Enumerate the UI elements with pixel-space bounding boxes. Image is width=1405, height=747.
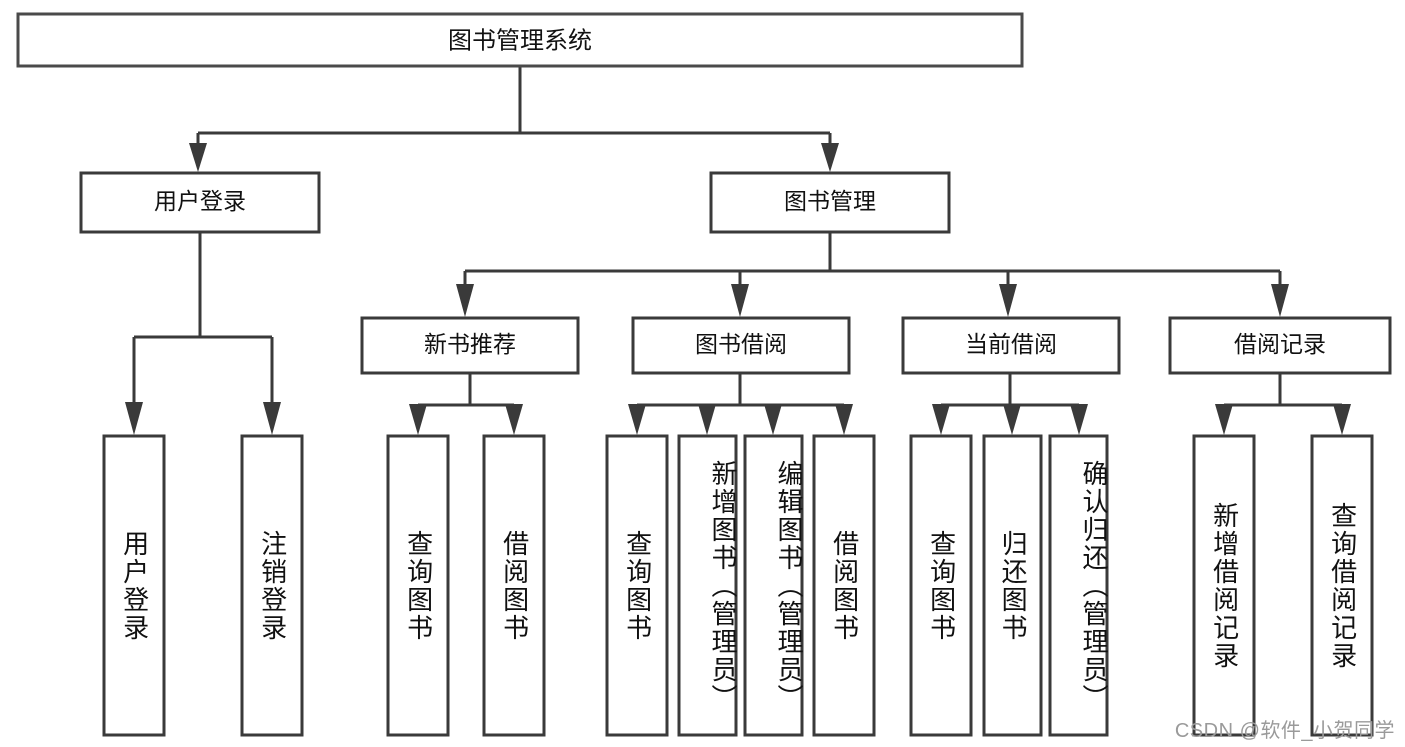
user-login-box-shape xyxy=(79,171,321,234)
node-current-borrow[interactable]: 当前借阅 xyxy=(901,316,1121,375)
arrowhead-to-borrow-record xyxy=(1271,284,1289,317)
arrowhead-to-user-login xyxy=(189,143,207,172)
node-book-borrow[interactable]: 图书借阅 xyxy=(631,316,851,375)
new-book-recommend-label: 新书推荐 xyxy=(424,331,516,357)
leaf-box-confirm-return-admin[interactable] xyxy=(1048,434,1109,737)
book-management-label: 图书管理 xyxy=(784,188,876,214)
arrowhead-to-current-borrow xyxy=(999,284,1017,317)
book-management-box-shape xyxy=(709,171,951,234)
leaf-box-add-book-admin[interactable] xyxy=(677,434,738,737)
arrowhead-leaf-query-record xyxy=(1333,404,1351,435)
arrowhead-leaf-borrow-book-1 xyxy=(505,404,523,435)
arrowhead-leaf-query-book-2 xyxy=(628,404,646,435)
leaf-box-query-book-1[interactable] xyxy=(386,434,450,737)
node-new-book-recommend[interactable]: 新书推荐 xyxy=(360,316,580,375)
borrow-record-label: 借阅记录 xyxy=(1234,331,1326,357)
book-borrow-box-shape xyxy=(631,316,851,375)
new-book-recommend-box-shape xyxy=(360,316,580,375)
root-box-shape xyxy=(16,12,1024,68)
arrowhead-leaf-return-book xyxy=(1003,404,1021,435)
arrowhead-to-book-borrow xyxy=(731,284,749,317)
leaf-box-return-book[interactable] xyxy=(982,434,1043,737)
node-user-login[interactable]: 用户登录 xyxy=(79,171,321,234)
arrowhead-leaf-query-book-1 xyxy=(409,404,427,435)
node-book-management[interactable]: 图书管理 xyxy=(709,171,951,234)
arrowhead-leaf-confirm-return xyxy=(1070,404,1088,435)
leaf-box-borrow-book-2[interactable] xyxy=(812,434,876,737)
arrowhead-to-new-book-recommend xyxy=(456,284,474,317)
arrowhead-leaf-logout xyxy=(263,402,281,435)
arrowhead-leaf-add-record xyxy=(1215,404,1233,435)
arrowhead-leaf-edit-book xyxy=(764,404,782,435)
arrowhead-leaf-query-book-3 xyxy=(932,404,950,435)
user-login-label: 用户登录 xyxy=(154,188,246,214)
leaf-box-borrow-book-1[interactable] xyxy=(482,434,546,737)
leaf-box-edit-book-admin[interactable] xyxy=(743,434,804,737)
leaf-box-layer xyxy=(102,434,1374,737)
book-borrow-label: 图书借阅 xyxy=(695,331,787,357)
arrowhead-to-book-management xyxy=(821,143,839,172)
leaf-box-user-login[interactable] xyxy=(102,434,166,737)
root-label: 图书管理系统 xyxy=(448,27,592,54)
node-root-system[interactable]: 图书管理系统 xyxy=(16,12,1024,68)
leaf-box-add-borrow-record[interactable] xyxy=(1192,434,1256,737)
arrowhead-leaf-add-book xyxy=(698,404,716,435)
csdn-watermark: CSDN @软件_小贺同学 xyxy=(1174,720,1395,742)
current-borrow-label: 当前借阅 xyxy=(965,331,1057,357)
leaf-box-logout[interactable] xyxy=(240,434,304,737)
leaf-box-query-book-3[interactable] xyxy=(909,434,973,737)
node-borrow-record[interactable]: 借阅记录 xyxy=(1168,316,1392,375)
current-borrow-box-shape xyxy=(901,316,1121,375)
arrowhead-leaf-borrow-book-2 xyxy=(835,404,853,435)
leaf-box-query-borrow-record[interactable] xyxy=(1310,434,1374,737)
connector-layer xyxy=(125,66,1351,435)
borrow-record-box-shape xyxy=(1168,316,1392,375)
leaf-box-query-book-2[interactable] xyxy=(605,434,669,737)
arrowhead-leaf-user-login xyxy=(125,402,143,435)
